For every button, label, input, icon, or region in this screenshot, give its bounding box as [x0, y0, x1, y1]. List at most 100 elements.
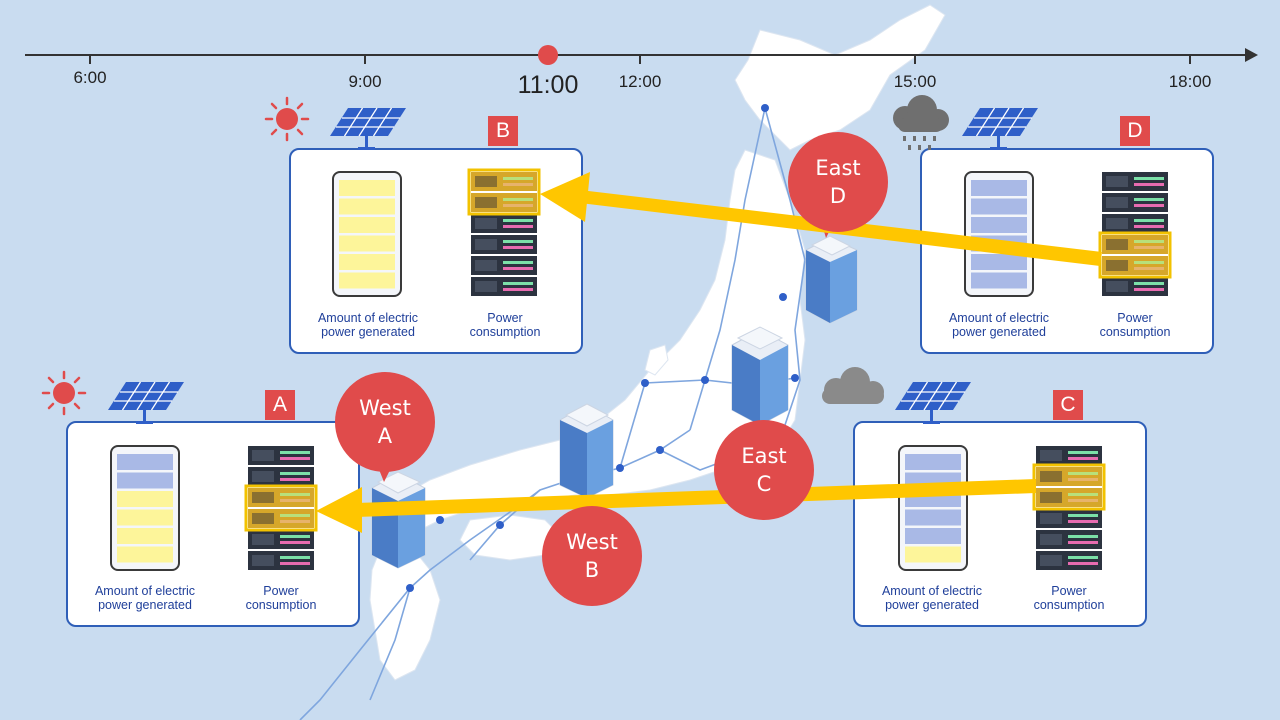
server-unit — [471, 172, 537, 191]
arrow-c-to-a — [316, 479, 1036, 533]
panel-d-letter: D — [1120, 116, 1150, 146]
server-unit — [1036, 551, 1102, 570]
server-unit — [471, 256, 537, 275]
east-d-label-line1: East — [815, 156, 861, 180]
tick-6: 6:00 — [73, 68, 107, 87]
server-unit — [1102, 172, 1168, 191]
solar-panel-icon — [107, 381, 185, 425]
battery-cell — [339, 217, 395, 233]
solar-panel-icon — [329, 107, 407, 151]
battery-cell — [339, 180, 395, 196]
server-unit — [248, 530, 314, 549]
battery-cell — [117, 546, 173, 563]
battery-cell — [339, 235, 395, 252]
battery-d — [964, 171, 1034, 297]
server-unit — [471, 277, 537, 296]
battery-cell — [971, 272, 1027, 289]
server-rack-d — [1098, 172, 1172, 296]
panel-c-consumption-label: Power consumption — [1033, 584, 1105, 612]
network-nodes — [406, 104, 799, 592]
sun-icon — [41, 370, 87, 416]
panel-a-letter: A — [265, 390, 295, 420]
west-b-label-line1: West — [566, 530, 618, 554]
server-unit — [248, 488, 314, 507]
tick-15: 15:00 — [893, 72, 937, 91]
battery-cell — [117, 491, 173, 507]
server-unit — [248, 467, 314, 486]
current-time-label: 11:00 — [517, 71, 579, 99]
panel-d-generated-label: Amount of electric power generated — [948, 311, 1050, 339]
east-c-label-line2: C — [756, 472, 772, 496]
tick-18: 18:00 — [1168, 72, 1212, 91]
battery-cell — [971, 217, 1027, 233]
battery-cell — [971, 198, 1027, 215]
server-unit — [471, 235, 537, 254]
server-unit — [1036, 467, 1102, 486]
battery-cell — [971, 180, 1027, 196]
panel-c-generated-label: Amount of electric power generated — [881, 584, 983, 612]
building-west-b — [559, 403, 614, 499]
panel-a-consumption-label: Power consumption — [245, 584, 317, 612]
server-unit — [248, 551, 314, 570]
solar-panel-icon — [894, 381, 972, 425]
battery-c — [898, 445, 968, 571]
west-b-label-line2: B — [584, 558, 600, 582]
panel-d-consumption-label: Power consumption — [1099, 311, 1171, 339]
server-unit — [1102, 256, 1168, 275]
battery-a — [110, 445, 180, 571]
battery-cell — [117, 454, 173, 470]
battery-cell — [971, 254, 1027, 270]
battery-cell — [339, 272, 395, 289]
panel-b-generated-label: Amount of electric power generated — [317, 311, 419, 339]
cloud-icon — [822, 367, 884, 404]
battery-cell — [117, 528, 173, 544]
server-unit — [1036, 488, 1102, 507]
server-rack-c — [1032, 446, 1106, 570]
battery-cell — [117, 472, 173, 489]
server-unit — [248, 509, 314, 528]
solar-panel-icon — [961, 107, 1039, 151]
battery-cell — [905, 454, 961, 470]
panel-a-generated-label: Amount of electric power generated — [94, 584, 196, 612]
japan-map — [369, 4, 946, 681]
rain-cloud-icon — [893, 95, 949, 150]
building-east-c — [731, 326, 789, 426]
server-unit — [1102, 193, 1168, 212]
server-unit — [248, 446, 314, 465]
building-east-d — [805, 235, 858, 324]
tick-9: 9:00 — [348, 72, 382, 91]
server-rack-b — [467, 168, 541, 296]
battery-b — [332, 171, 402, 297]
battery-cell — [905, 528, 961, 544]
battery-cell — [905, 546, 961, 563]
current-time-marker — [538, 45, 558, 65]
server-unit — [1102, 235, 1168, 254]
server-unit — [1102, 214, 1168, 233]
panel-c-letter: C — [1053, 390, 1083, 420]
east-c-label-line1: East — [741, 444, 787, 468]
west-a-label-line1: West — [359, 396, 411, 420]
server-rack-a — [244, 446, 318, 570]
panel-b-letter: B — [488, 116, 518, 146]
server-unit — [471, 193, 537, 212]
east-d-label-line2: D — [829, 184, 847, 208]
panel-b-consumption-label: Power consumption — [469, 311, 541, 339]
server-unit — [471, 214, 537, 233]
server-unit — [1036, 446, 1102, 465]
sun-icon — [264, 96, 310, 142]
west-a-label-line2: A — [377, 424, 393, 448]
tick-12: 12:00 — [618, 72, 662, 91]
battery-cell — [339, 198, 395, 215]
battery-cell — [339, 254, 395, 270]
server-unit — [1036, 509, 1102, 528]
timeline — [25, 45, 1258, 65]
server-unit — [1102, 277, 1168, 296]
server-unit — [1036, 530, 1102, 549]
battery-cell — [905, 509, 961, 526]
